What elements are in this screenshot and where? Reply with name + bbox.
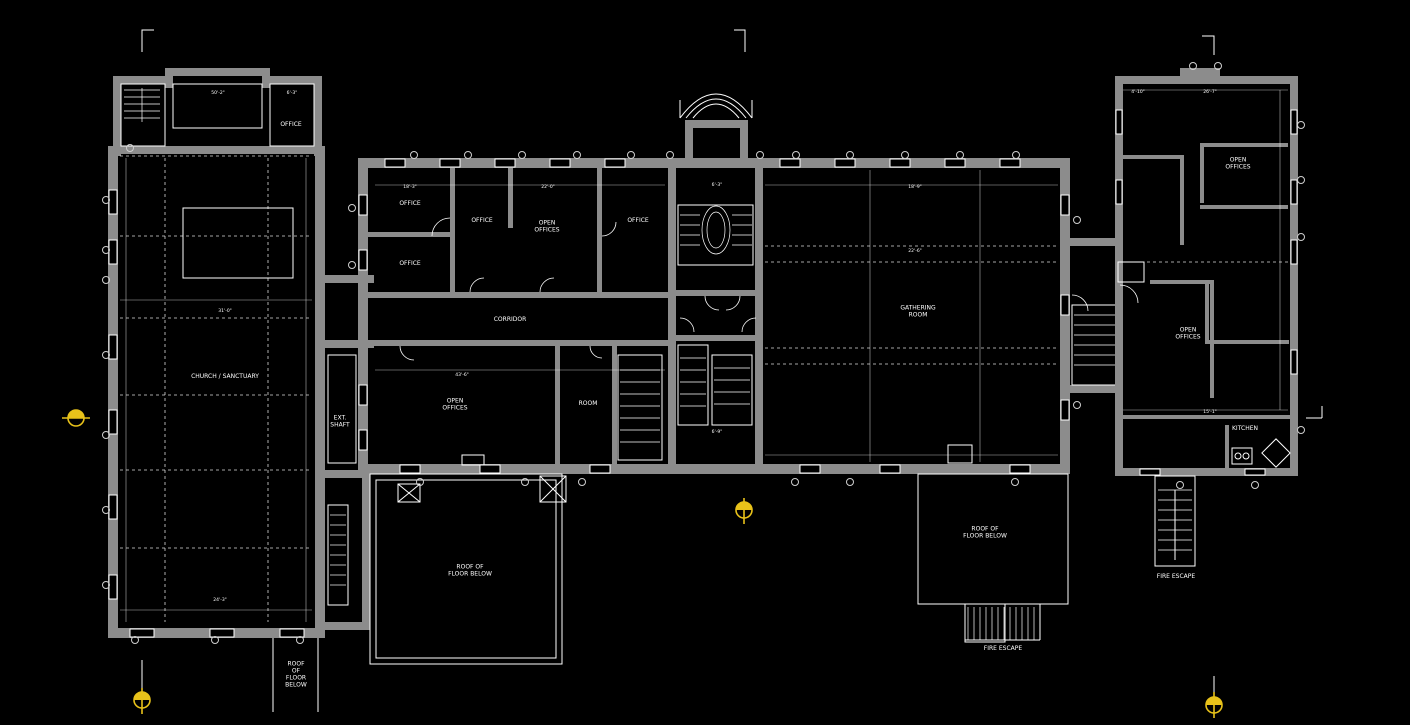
dim-label: 18'-3" — [403, 184, 417, 190]
column-markers — [102, 62, 1305, 644]
east-wing — [1115, 68, 1298, 567]
section-marker-south-mid — [735, 498, 753, 524]
label-room: ROOM — [579, 400, 598, 407]
dim-label: 6'-3" — [712, 182, 723, 188]
label-fire-escape-east: FIRE ESCAPE — [1157, 573, 1196, 580]
label-kitchen: KITCHEN — [1232, 425, 1258, 432]
dim-label: 6'-9" — [712, 429, 723, 435]
west-connector — [322, 275, 374, 630]
label-church: CHURCH / SANCTUARY — [191, 373, 259, 380]
east-connector — [1070, 238, 1121, 393]
dim-label: 26'-7" — [1203, 89, 1217, 95]
section-marker-west — [62, 409, 90, 427]
dim-label: 4'-10" — [1131, 89, 1145, 95]
dim-label: 15'-1" — [1203, 409, 1217, 415]
label-exit-shaft: EXT.SHAFT — [330, 415, 350, 429]
dim-label: 31'-0" — [218, 308, 232, 314]
section-marker-south-right — [1205, 676, 1223, 718]
section-marks — [141, 29, 1323, 419]
label-office-top-left: OFFICE — [280, 121, 302, 128]
dim-label: 18'-9" — [908, 184, 922, 190]
dim-label: 22'-6" — [908, 248, 922, 254]
dim-label: 22'-0" — [541, 184, 555, 190]
west-wing — [108, 68, 325, 638]
label-corridor: CORRIDOR — [494, 316, 527, 323]
label-office-c: OFFICE — [471, 217, 493, 224]
dimension-labels: 50'-2" 6'-3" 31'-0" 18'-3" 22'-0" 18'-9"… — [211, 89, 1217, 603]
south-attachments — [272, 444, 1069, 712]
label-office-a: OFFICE — [399, 200, 421, 207]
dim-label: 43'-6" — [455, 372, 469, 378]
dim-label: 50'-2" — [211, 90, 225, 96]
central-block — [358, 93, 1089, 474]
label-office-b: OFFICE — [399, 260, 421, 267]
label-fire-escape-center: FIRE ESCAPE — [984, 645, 1023, 652]
label-office-d: OFFICE — [627, 217, 649, 224]
dim-label: 6'-3" — [287, 90, 298, 96]
section-marker-south-left — [133, 660, 151, 714]
dim-label: 24'-3" — [213, 597, 227, 603]
